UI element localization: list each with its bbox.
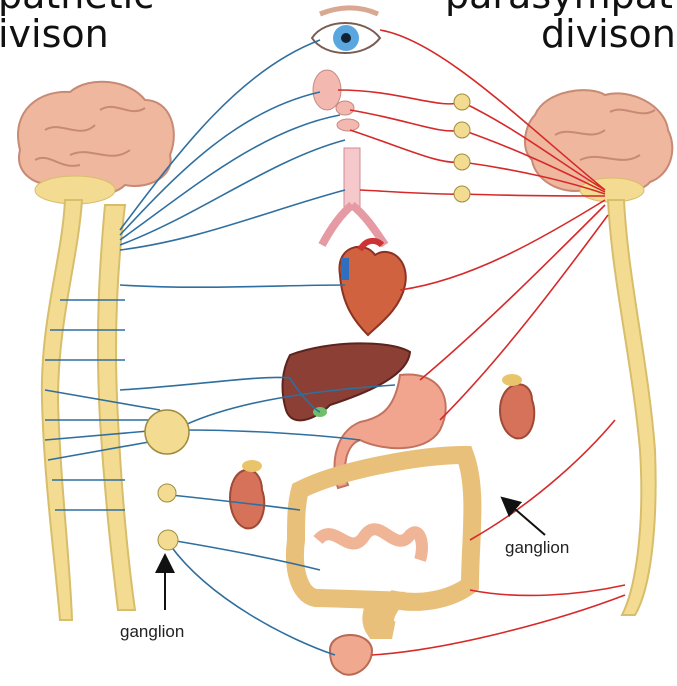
bladder	[330, 635, 372, 675]
large-intestine	[295, 455, 472, 630]
ganglion-right-arrow	[508, 503, 545, 535]
left-kidney	[230, 460, 264, 528]
ganglion-label-right: ganglion	[505, 538, 569, 558]
sympathetic-chain	[98, 205, 135, 610]
right-kidney	[500, 374, 534, 438]
left-brain	[18, 82, 174, 204]
trachea-lungs	[322, 148, 385, 245]
salivary-glands	[313, 70, 359, 131]
ganglion-label-left: ganglion	[120, 622, 184, 642]
heart	[339, 241, 405, 335]
right-spinal-cord	[608, 200, 656, 615]
eye	[312, 8, 380, 53]
left-spinal-cord	[42, 200, 82, 620]
sympathetic-ganglia	[145, 410, 189, 550]
parasympathetic-ganglia	[454, 94, 470, 202]
